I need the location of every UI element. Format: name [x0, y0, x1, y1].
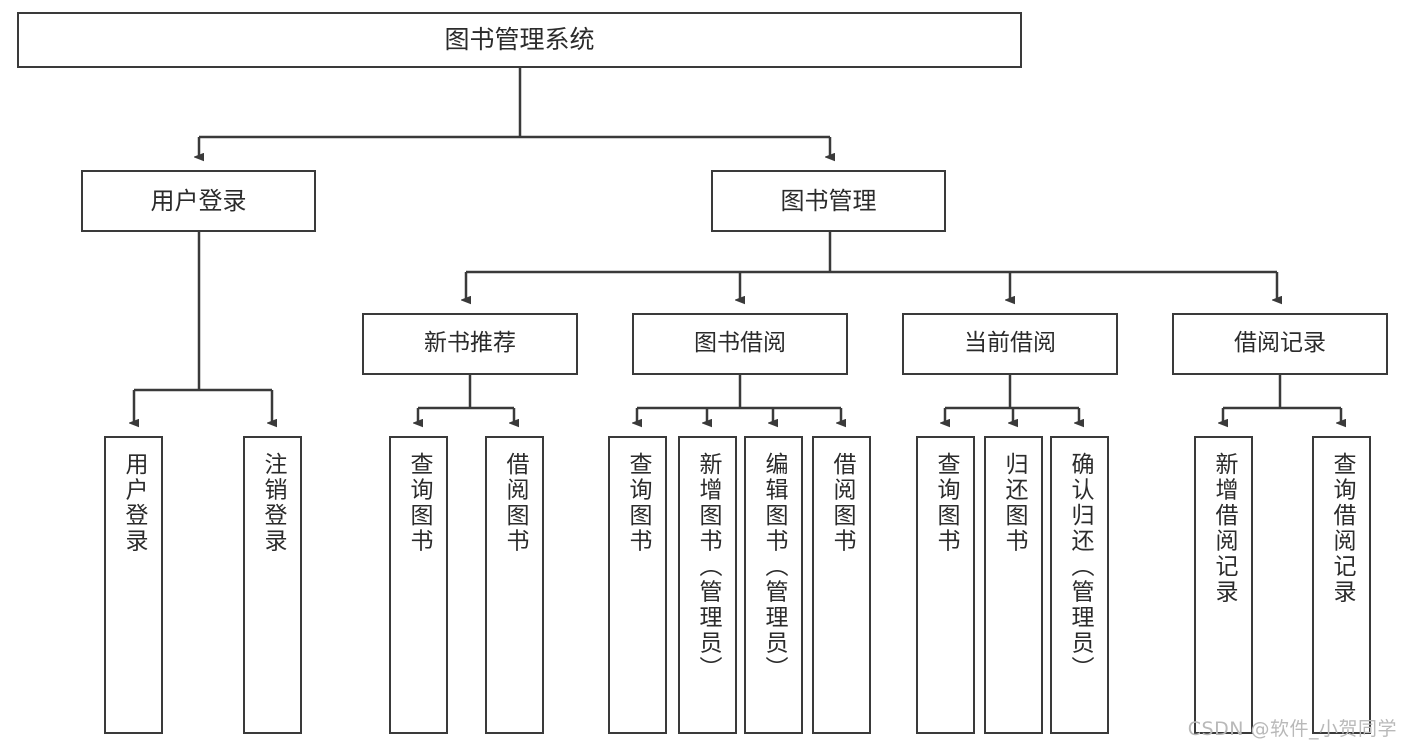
node-user-login[interactable]: 用户登录: [81, 170, 316, 232]
leaf-book-borrow-edit-book-admin[interactable]: 编辑图书（管理员）: [744, 436, 803, 734]
leaf-new-book-query-book[interactable]: 查询图书: [389, 436, 448, 734]
leaf-current-borrow-confirm-return-admin[interactable]: 确认归还（管理员）: [1050, 436, 1109, 734]
node-label: 新增借阅记录: [1211, 452, 1237, 605]
leaf-new-book-borrow-book[interactable]: 借阅图书: [485, 436, 544, 734]
leaf-book-borrow-query-book[interactable]: 查询图书: [608, 436, 667, 734]
node-label: 归还图书: [1001, 452, 1027, 554]
node-label: 编辑图书（管理员）: [761, 452, 787, 682]
leaf-user-login-login[interactable]: 用户登录: [104, 436, 163, 734]
node-label: 用户登录: [121, 452, 147, 554]
leaf-book-borrow-borrow-book[interactable]: 借阅图书: [812, 436, 871, 734]
leaf-user-login-logout[interactable]: 注销登录: [243, 436, 302, 734]
node-label: 查询图书: [406, 452, 432, 554]
node-label: 图书借阅: [694, 330, 786, 357]
node-book-management[interactable]: 图书管理: [711, 170, 946, 232]
leaf-current-borrow-query-book[interactable]: 查询图书: [916, 436, 975, 734]
leaf-borrow-record-add-record[interactable]: 新增借阅记录: [1194, 436, 1253, 734]
node-label: 借阅图书: [829, 452, 855, 554]
node-label: 借阅记录: [1234, 330, 1326, 357]
leaf-book-borrow-add-book-admin[interactable]: 新增图书（管理员）: [678, 436, 737, 734]
node-root-book-management-system[interactable]: 图书管理系统: [17, 12, 1022, 68]
node-current-borrow[interactable]: 当前借阅: [902, 313, 1118, 375]
watermark: CSDN @软件_小贺同学: [1187, 718, 1397, 740]
node-label: 注销登录: [260, 452, 286, 554]
node-label: 查询图书: [933, 452, 959, 554]
node-label: 图书管理系统: [444, 25, 595, 55]
leaf-borrow-record-query-record[interactable]: 查询借阅记录: [1312, 436, 1371, 734]
node-book-borrow[interactable]: 图书借阅: [632, 313, 848, 375]
node-new-book-recommend[interactable]: 新书推荐: [362, 313, 578, 375]
node-borrow-record[interactable]: 借阅记录: [1172, 313, 1388, 375]
node-label: 查询图书: [625, 452, 651, 554]
node-label: 新增图书（管理员）: [695, 452, 721, 682]
node-label: 用户登录: [150, 186, 247, 215]
node-label: 查询借阅记录: [1329, 452, 1355, 605]
node-label: 当前借阅: [964, 330, 1056, 357]
node-label: 借阅图书: [502, 452, 528, 554]
node-label: 确认归还（管理员）: [1067, 452, 1093, 682]
node-label: 图书管理: [780, 186, 877, 215]
node-label: 新书推荐: [424, 330, 516, 357]
leaf-current-borrow-return-book[interactable]: 归还图书: [984, 436, 1043, 734]
